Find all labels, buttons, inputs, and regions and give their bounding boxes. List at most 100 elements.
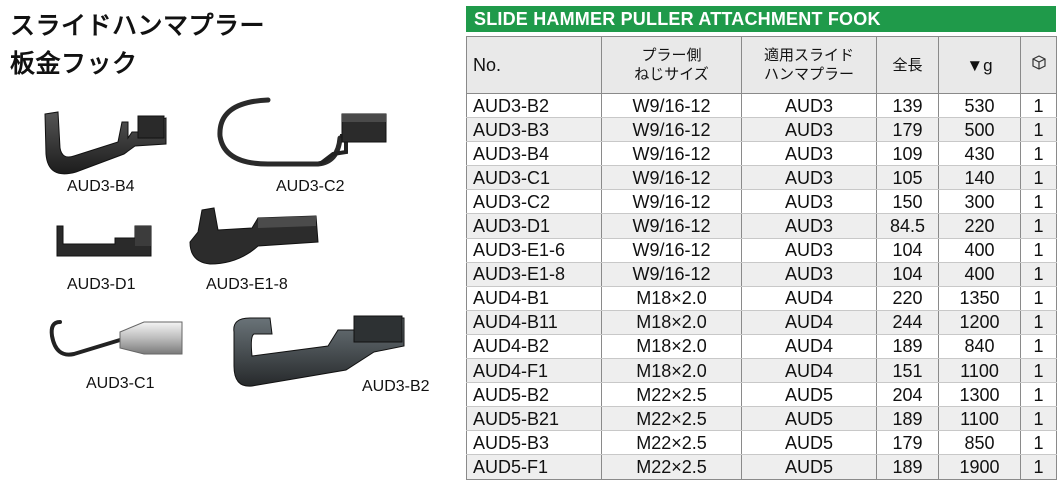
- cell-length: 189: [876, 454, 939, 480]
- caption-aud3-b4: AUD3-B4: [67, 178, 135, 195]
- cell-no: AUD3-B4: [466, 141, 602, 167]
- table-header-row: No. プラー側 ねじサイズ 適用スライド ハンマプラー 全長 ▼g: [466, 36, 1057, 94]
- cell-puller: AUD5: [741, 454, 877, 480]
- cell-no: AUD3-E1-8: [466, 262, 602, 287]
- cell-weight: 500: [938, 117, 1021, 143]
- cell-weight: 530: [938, 93, 1021, 119]
- cell-puller: AUD3: [741, 262, 877, 287]
- cell-weight: 850: [938, 430, 1021, 456]
- cell-length: 189: [876, 334, 939, 360]
- cell-puller: AUD3: [741, 213, 877, 239]
- cell-length: 139: [876, 93, 939, 119]
- cell-weight: 840: [938, 334, 1021, 360]
- cell-puller: AUD5: [741, 430, 877, 456]
- header-length: 全長: [876, 36, 939, 94]
- header-puller-line2: ハンマプラー: [763, 66, 854, 83]
- header-thread-line1: プラー側: [641, 47, 702, 64]
- cell-thread-size: W9/16-12: [601, 262, 742, 287]
- cell-puller: AUD5: [741, 382, 877, 408]
- cell-length: 204: [876, 382, 939, 408]
- cell-puller: AUD4: [741, 334, 877, 360]
- cell-thread-size: W9/16-12: [601, 189, 742, 215]
- cell-length: 104: [876, 262, 939, 287]
- cell-quantity: 1: [1020, 238, 1057, 263]
- cell-no: AUD3-B3: [466, 117, 602, 143]
- cell-puller: AUD3: [741, 189, 877, 215]
- cell-weight: 1100: [938, 406, 1021, 432]
- cell-no: AUD3-C2: [466, 189, 602, 215]
- cell-weight: 1300: [938, 382, 1021, 408]
- cell-weight: 430: [938, 141, 1021, 167]
- cell-thread-size: W9/16-12: [601, 213, 742, 239]
- cell-puller: AUD3: [741, 141, 877, 167]
- cell-no: AUD5-B21: [466, 406, 602, 432]
- cell-weight: 300: [938, 189, 1021, 215]
- page-subtitle: 板金フック: [10, 49, 138, 78]
- package-icon: [1031, 54, 1046, 70]
- cell-weight: 400: [938, 262, 1021, 287]
- cell-weight: 1100: [938, 358, 1021, 384]
- cell-quantity: 1: [1020, 117, 1057, 143]
- cell-no: AUD5-F1: [466, 454, 602, 480]
- cell-length: 220: [876, 286, 939, 311]
- cell-quantity: 1: [1020, 165, 1057, 191]
- cell-no: AUD4-F1: [466, 358, 602, 384]
- cell-length: 84.5: [876, 213, 939, 239]
- cell-weight: 1350: [938, 286, 1021, 311]
- header-thread-size: プラー側 ねじサイズ: [601, 36, 742, 94]
- header-weight: ▼g: [938, 36, 1021, 94]
- table-banner: SLIDE HAMMER PULLER ATTACHMENT FOOK: [466, 6, 1056, 32]
- cell-no: AUD3-E1-6: [466, 238, 602, 263]
- header-no: No.: [466, 36, 602, 94]
- cell-puller: AUD4: [741, 358, 877, 384]
- cell-thread-size: W9/16-12: [601, 238, 742, 263]
- cell-thread-size: M22×2.5: [601, 382, 742, 408]
- cell-weight: 1900: [938, 454, 1021, 480]
- cell-no: AUD5-B2: [466, 382, 602, 408]
- cell-quantity: 1: [1020, 382, 1057, 408]
- caption-aud3-e1-8: AUD3-E1-8: [206, 276, 288, 293]
- cell-thread-size: W9/16-12: [601, 141, 742, 167]
- page-title: スライドハンマプラー: [10, 11, 266, 40]
- cell-quantity: 1: [1020, 286, 1057, 311]
- cell-puller: AUD3: [741, 117, 877, 143]
- cell-weight: 400: [938, 238, 1021, 263]
- cell-thread-size: M18×2.0: [601, 310, 742, 335]
- cell-length: 104: [876, 238, 939, 263]
- product-image-aud3-e1-8: [189, 207, 319, 265]
- cell-thread-size: W9/16-12: [601, 165, 742, 191]
- cell-weight: 140: [938, 165, 1021, 191]
- cell-weight: 1200: [938, 310, 1021, 335]
- cell-quantity: 1: [1020, 406, 1057, 432]
- cell-no: AUD3-D1: [466, 213, 602, 239]
- cell-puller: AUD4: [741, 310, 877, 335]
- product-image-aud3-b2: [233, 315, 405, 387]
- header-quantity: [1020, 36, 1057, 94]
- cell-length: 179: [876, 430, 939, 456]
- caption-aud3-d1: AUD3-D1: [67, 276, 136, 293]
- cell-puller: AUD3: [741, 238, 877, 263]
- cell-quantity: 1: [1020, 189, 1057, 215]
- cell-quantity: 1: [1020, 334, 1057, 360]
- spec-table: No. プラー側 ねじサイズ 適用スライド ハンマプラー 全長 ▼g AUD3-…: [466, 36, 1057, 480]
- cell-quantity: 1: [1020, 262, 1057, 287]
- cell-thread-size: M18×2.0: [601, 286, 742, 311]
- cell-no: AUD4-B2: [466, 334, 602, 360]
- caption-aud3-b2: AUD3-B2: [362, 378, 430, 395]
- cell-no: AUD3-C1: [466, 165, 602, 191]
- cell-quantity: 1: [1020, 141, 1057, 167]
